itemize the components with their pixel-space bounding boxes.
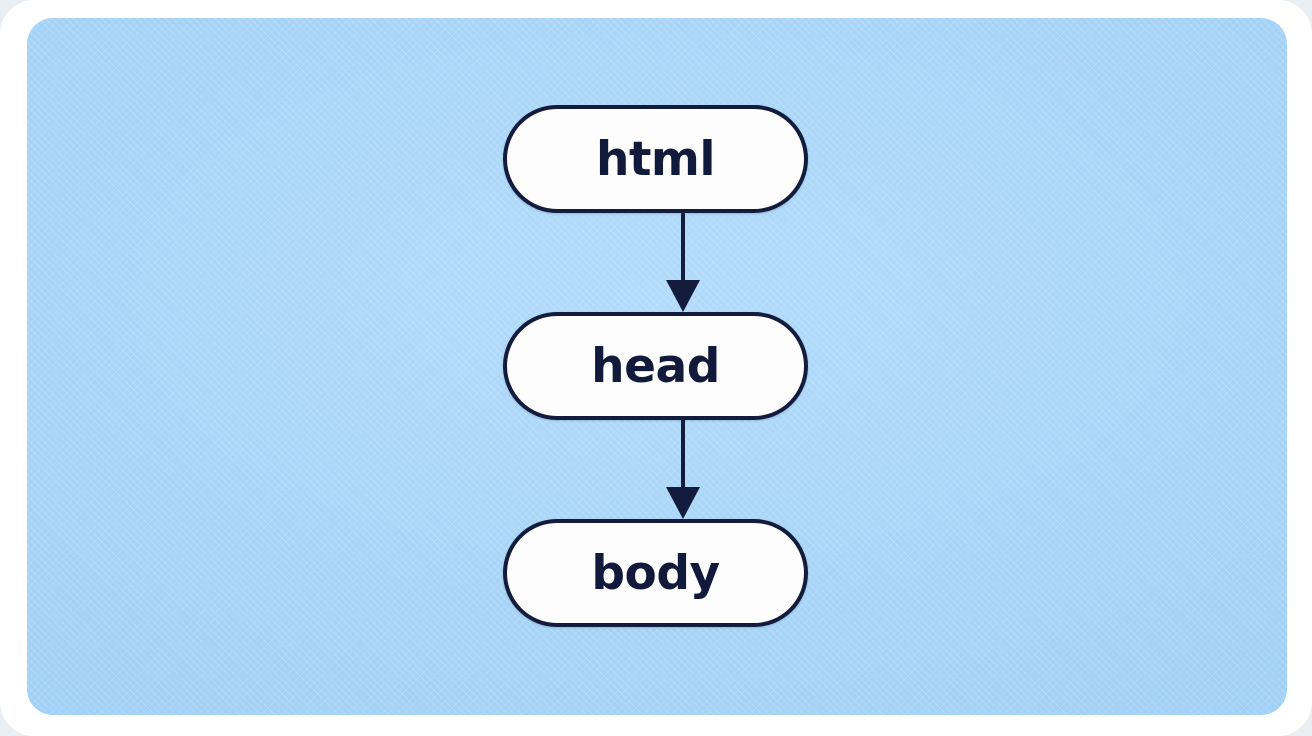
diagram-node-html-label: html xyxy=(595,131,716,187)
arrowhead-icon xyxy=(666,487,700,519)
diagram-node-html[interactable]: html xyxy=(503,105,808,213)
diagram-node-head-label: head xyxy=(591,338,720,394)
diagram-edge-html-to-head xyxy=(666,211,700,312)
diagram-node-body-label: body xyxy=(591,545,720,601)
diagram-edge-head-to-body xyxy=(666,418,700,519)
flowchart-diagram: html head body xyxy=(27,18,1287,715)
arrowhead-icon xyxy=(666,280,700,312)
diagram-node-body[interactable]: body xyxy=(503,519,808,627)
diagram-node-head[interactable]: head xyxy=(503,312,808,420)
diagram-canvas-panel: html head body xyxy=(27,18,1287,715)
